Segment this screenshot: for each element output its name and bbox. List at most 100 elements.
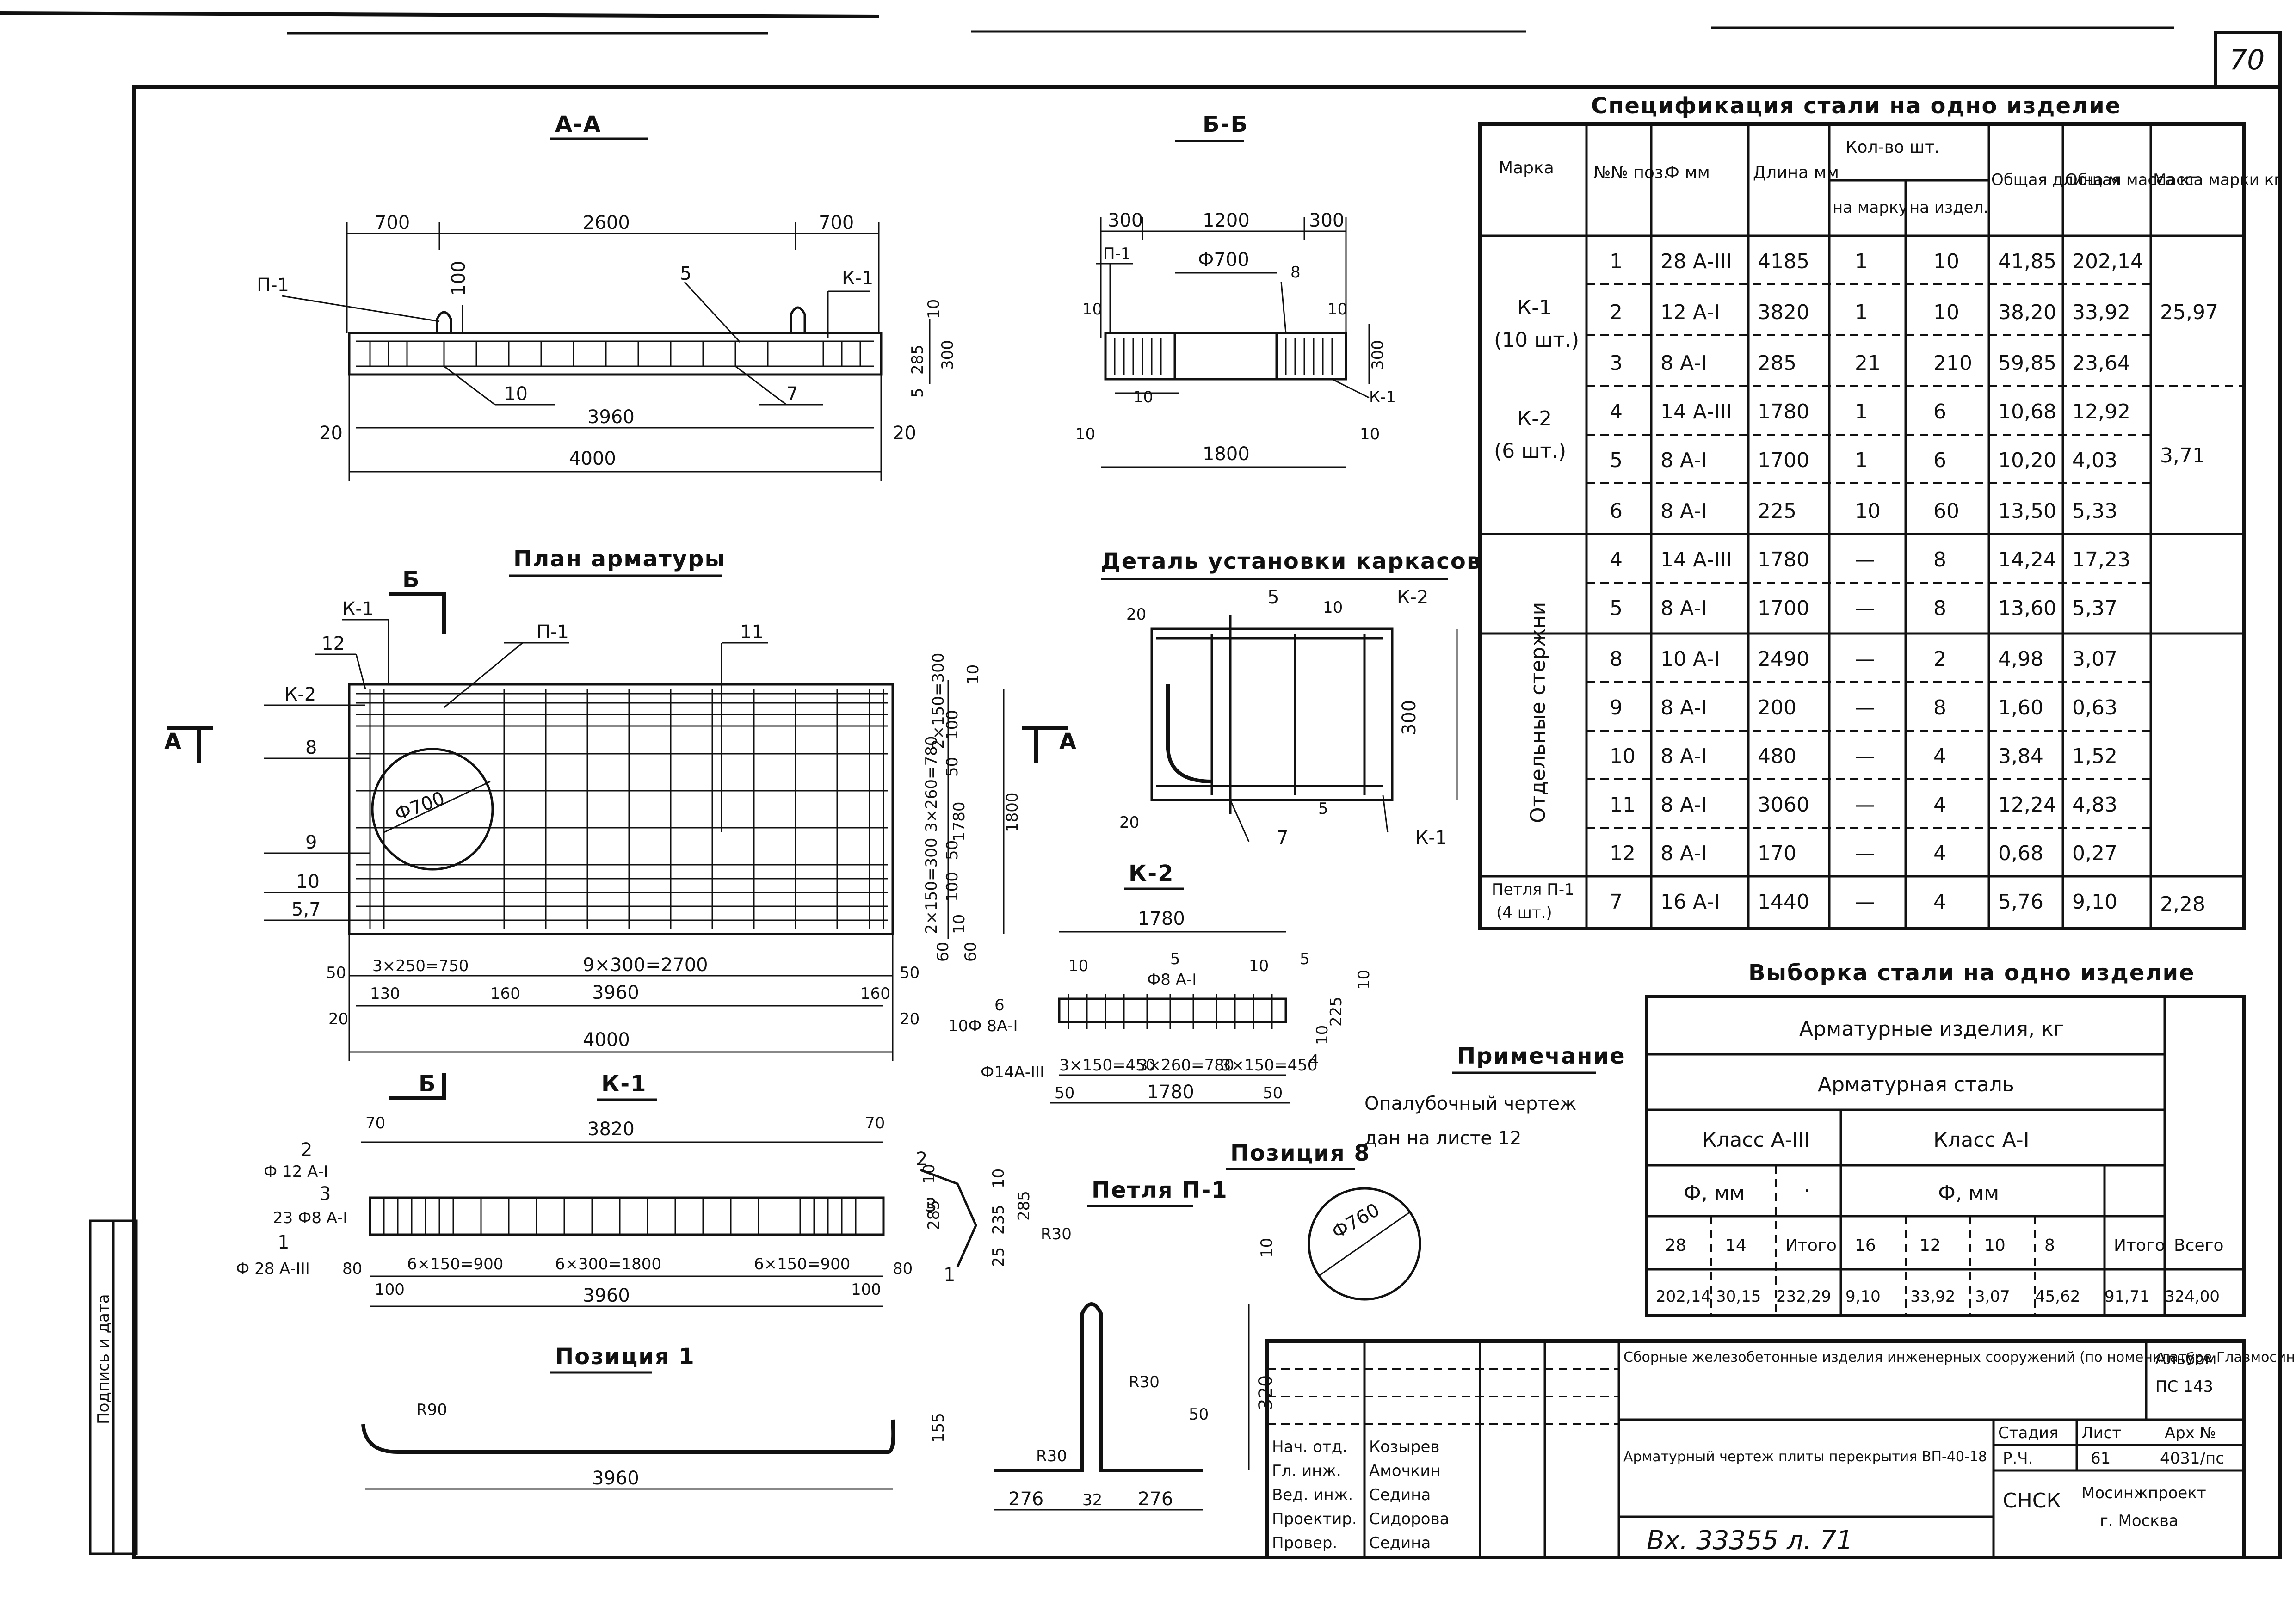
- vyb-value: 324,00: [2165, 1287, 2220, 1306]
- spec-cell: 8 А-I: [1660, 696, 1707, 720]
- spec-cell: 1: [1610, 250, 1623, 273]
- spec-cell: 1780: [1758, 400, 1809, 424]
- spec-g-petlya-mass: 2,28: [2160, 892, 2205, 916]
- spec-cell: 8 А-I: [1660, 597, 1707, 620]
- spec-cell: 14,24: [1998, 548, 2056, 572]
- position-8: Позиция 8 Ф760 10: [1226, 1140, 1421, 1301]
- k1-23phi8: 23 Ф8 А-I: [273, 1209, 347, 1227]
- spec-cell: 6: [1610, 499, 1623, 523]
- spec-cell: 13,50: [1998, 499, 2056, 523]
- vyb-value: 232,29: [1776, 1287, 1831, 1306]
- spec-cell: 5: [1610, 597, 1623, 620]
- plan-tag-p1: П-1: [537, 621, 569, 643]
- plan-r-2x150: 2×150=300: [929, 653, 948, 749]
- aa-h-10: 10: [925, 299, 943, 319]
- vyb-col-header: 10: [1984, 1236, 2006, 1255]
- petlya-title: Петля П-1: [1092, 1177, 1228, 1203]
- bb-side-300: 300: [1369, 340, 1387, 370]
- spec-cell: 1440: [1758, 890, 1809, 914]
- k2-3x150a: 3×150=450: [1059, 1056, 1155, 1075]
- plan-r-10: 10: [964, 664, 982, 684]
- k2-tag-6: 6: [994, 996, 1005, 1015]
- vyb-col-header: 14: [1725, 1236, 1747, 1255]
- stamp-org2: Мосинжпроект: [2081, 1484, 2206, 1502]
- plan-r-50: 50: [943, 757, 962, 777]
- plan-r-100: 100: [943, 710, 962, 740]
- aa-tag-5: 5: [680, 263, 691, 284]
- plan-r-1800: 1800: [1003, 792, 1022, 832]
- steel-specification-table: Спецификация стали на одно изделие: [1478, 93, 2282, 930]
- plan-b-3960: 3960: [592, 982, 639, 1003]
- k1-6x150b: 6×150=900: [754, 1255, 850, 1273]
- vyb-value: 45,62: [2035, 1287, 2080, 1306]
- vyb-col-header: Итого: [2114, 1236, 2165, 1255]
- plan-r-60b: 60: [962, 942, 980, 962]
- spec-g-k2-mass: 3,71: [2160, 444, 2205, 468]
- spec-cell: 11: [1610, 793, 1636, 817]
- section-aa-title: А-А: [555, 111, 601, 137]
- pos1-r90: R90: [416, 1401, 447, 1419]
- spec-cell: 8 А-I: [1660, 793, 1707, 817]
- spec-cell: 7: [1610, 890, 1623, 914]
- frame-k1: Б К-1 70 3820 70 2 Ф 12 А-I 3 23 Ф8 А-I …: [236, 1071, 943, 1307]
- spec-h-kolvo: Кол-во шт.: [1845, 138, 1940, 157]
- bar-end-1: 1: [944, 1264, 955, 1286]
- k1-70a: 70: [365, 1114, 385, 1132]
- spec-cell: —: [1855, 597, 1875, 620]
- spec-cell: 28 А-III: [1660, 250, 1732, 273]
- note-title: Примечание: [1457, 1043, 1626, 1069]
- spec-cell: 21: [1855, 351, 1881, 375]
- k1-80b: 80: [893, 1260, 913, 1278]
- spec-cell: 4185: [1758, 250, 1809, 273]
- spec-cell: 17,23: [2072, 548, 2130, 572]
- spec-cell: 8 А-I: [1660, 499, 1707, 523]
- bb-tag-10b: 10: [1327, 300, 1347, 319]
- bb-side-10b: 10: [1360, 425, 1380, 443]
- pos1-title: Позиция 1: [555, 1344, 695, 1370]
- k1-3820: 3820: [587, 1119, 635, 1140]
- spec-cell: 14 А-III: [1660, 548, 1732, 572]
- spec-cell: 5: [1610, 449, 1623, 472]
- plan-tag-11: 11: [740, 621, 764, 643]
- vyb-col-header: 12: [1920, 1236, 1941, 1255]
- spec-cell: 1: [1855, 250, 1868, 273]
- aa-dim-1: 700: [375, 212, 410, 234]
- spec-h-poz: №№ поз.: [1593, 163, 1668, 182]
- stamp-inv: Вх. 33355 л. 71: [1647, 1526, 1853, 1556]
- spec-title: Спецификация стали на одно изделие: [1591, 93, 2121, 119]
- stamp-role: Гл. инж.: [1272, 1462, 1341, 1480]
- k2-10d: 10: [1355, 970, 1373, 990]
- spec-h-massa-marki: Масса марки кг: [2153, 171, 2282, 189]
- stamp-person: Седина: [1369, 1534, 1431, 1552]
- plan-tag-k1: К-1: [342, 598, 374, 620]
- spec-cell: 480: [1758, 744, 1796, 768]
- vyb-class-a3: Класс А-III: [1702, 1128, 1810, 1152]
- petlya-276b: 276: [1138, 1489, 1173, 1510]
- plan-r-100b: 100: [943, 872, 962, 902]
- pos8-side: 10: [1258, 1238, 1276, 1258]
- bb-dim-1: 300: [1108, 210, 1143, 231]
- title-block: Сборные железобетонные изделия инженерны…: [1265, 1339, 2296, 1559]
- spec-cell: 8: [1933, 696, 1946, 720]
- plan-b-4000: 4000: [583, 1029, 630, 1051]
- detail-tag-5b: 5: [1318, 800, 1328, 818]
- spec-cell: 8 А-I: [1660, 842, 1707, 865]
- spec-cell: 1,52: [2072, 744, 2117, 768]
- spec-cell: —: [1855, 793, 1875, 817]
- spec-h-obsh-massa: Общая масса кг: [2065, 171, 2197, 189]
- vyb-phi-a1: Ф, мм: [1938, 1181, 1999, 1205]
- aa-tag-7: 7: [786, 383, 798, 405]
- plan-b-20b: 20: [900, 1010, 920, 1028]
- spec-h-marka: Марка: [1499, 159, 1554, 178]
- spec-cell: 60: [1933, 499, 1959, 523]
- spec-cell: 59,85: [1998, 351, 2056, 375]
- spec-cell: 13,60: [1998, 597, 2056, 620]
- detail-title: Деталь установки каркасов: [1101, 548, 1481, 574]
- petlya-276a: 276: [1008, 1489, 1043, 1510]
- spec-cell: 9: [1610, 696, 1623, 720]
- spec-cell: 8 А-I: [1660, 449, 1707, 472]
- spec-cell: 8: [1933, 548, 1946, 572]
- k2-tag-5: 5: [1170, 950, 1180, 968]
- stamp-title1: Сборные железобетонные изделия инженерны…: [1623, 1349, 2296, 1366]
